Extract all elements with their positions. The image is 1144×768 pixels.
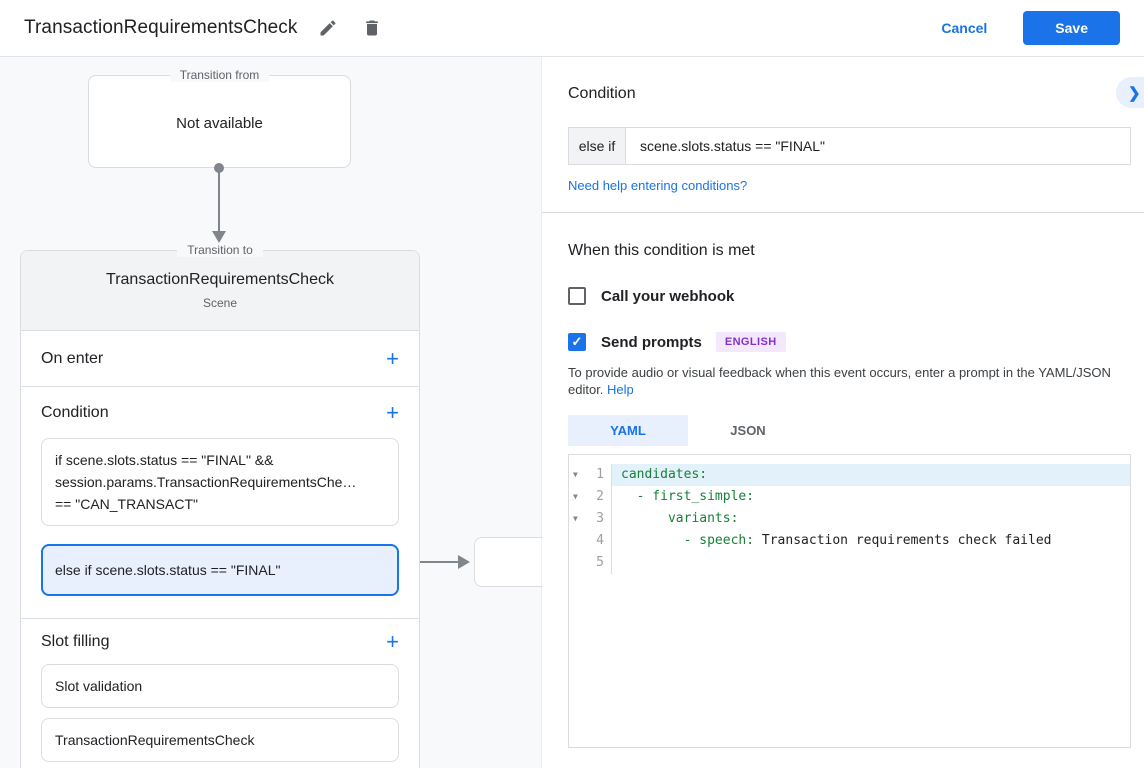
webhook-label: Call your webhook <box>601 288 734 305</box>
scene-card: Transition to TransactionRequirementsChe… <box>20 250 420 768</box>
condition-item[interactable]: if scene.slots.status == "FINAL" && sess… <box>41 438 399 526</box>
line-number: 3 <box>585 508 611 530</box>
scene-diagram-canvas: Transition from Not available Transition… <box>0 57 542 768</box>
line-number: 4 <box>585 530 611 552</box>
top-bar: TransactionRequirementsCheck Cancel Save <box>0 0 1144 57</box>
tab-json[interactable]: JSON <box>688 415 808 446</box>
fold-arrow-icon[interactable] <box>569 530 585 552</box>
prompt-help-link[interactable]: Help <box>607 382 634 397</box>
language-badge: ENGLISH <box>716 332 786 352</box>
send-prompts-row[interactable]: ✓ Send prompts ENGLISH <box>568 332 1131 352</box>
scene-card-header[interactable]: TransactionRequirementsCheck Scene <box>21 251 419 331</box>
fold-arrow-icon[interactable]: ▼ <box>569 464 585 486</box>
condition-prefix-label: else if <box>569 128 626 164</box>
send-prompts-label: Send prompts <box>601 334 702 351</box>
slot-filling-section: Slot filling + Slot validation Transacti… <box>21 619 419 762</box>
condition-line: if scene.slots.status == "FINAL" && <box>55 449 385 471</box>
editor-gutter: ▼2 <box>569 486 612 508</box>
fold-arrow-icon[interactable]: ▼ <box>569 508 585 530</box>
line-number: 2 <box>585 486 611 508</box>
save-button[interactable]: Save <box>1023 11 1120 45</box>
condition-expression-input[interactable] <box>626 128 1130 164</box>
add-condition-button[interactable]: + <box>386 403 399 423</box>
editor-gutter: ▼1 <box>569 464 612 486</box>
code-line[interactable]: ▼1 candidates: <box>569 464 1130 486</box>
condition-editor-panel: Condition ❯ else if Need help entering c… <box>542 57 1144 768</box>
chevron-right-icon: ❯ <box>1128 85 1141 102</box>
add-on-enter-button[interactable]: + <box>386 349 399 369</box>
editor-gutter: 5 <box>569 552 612 574</box>
transition-from-legend: Transition from <box>89 68 350 82</box>
panel-title: Condition <box>568 85 636 102</box>
editor-gutter: ▼3 <box>569 508 612 530</box>
check-icon: ✓ <box>572 334 583 350</box>
line-number: 5 <box>585 552 611 574</box>
prompt-description: To provide audio or visual feedback when… <box>568 364 1131 398</box>
scene-name: TransactionRequirementsCheck <box>21 271 419 289</box>
collapse-panel-button[interactable]: ❯ <box>1116 77 1144 108</box>
yaml-code-editor[interactable]: ▼1 candidates: ▼2 - first_simple: ▼3 var… <box>568 454 1131 748</box>
slot-item-transaction-requirements-check[interactable]: TransactionRequirementsCheck <box>41 718 399 762</box>
webhook-checkbox[interactable] <box>568 287 586 305</box>
editor-gutter: 4 <box>569 530 612 552</box>
slot-item-validation[interactable]: Slot validation <box>41 664 399 708</box>
condition-line: session.params.TransactionRequirementsCh… <box>55 471 385 493</box>
line-number: 1 <box>585 464 611 486</box>
panel-divider <box>542 212 1144 213</box>
condition-line: == "CAN_TRANSACT" <box>55 493 385 515</box>
slot-filling-label: Slot filling <box>41 633 386 651</box>
cancel-button[interactable]: Cancel <box>941 20 987 36</box>
trash-icon <box>362 18 382 38</box>
fold-arrow-icon[interactable] <box>569 552 585 574</box>
editor-tabs: YAML JSON <box>568 415 1131 446</box>
condition-section: Condition + if scene.slots.status == "FI… <box>21 387 419 619</box>
transition-from-value: Not available <box>176 115 263 132</box>
transition-target-box[interactable] <box>474 537 542 587</box>
add-slot-button[interactable]: + <box>386 632 399 652</box>
conditions-help-link[interactable]: Need help entering conditions? <box>568 178 747 193</box>
on-enter-label: On enter <box>41 350 386 368</box>
pencil-icon <box>318 18 338 38</box>
code-line[interactable]: ▼3 variants: <box>569 508 1130 530</box>
on-enter-section: On enter + <box>21 331 419 387</box>
condition-item-selected[interactable]: else if scene.slots.status == "FINAL" <box>41 544 399 596</box>
tab-yaml[interactable]: YAML <box>568 415 688 446</box>
condition-section-label: Condition <box>41 404 386 422</box>
code-line[interactable]: 4 - speech: Transaction requirements che… <box>569 530 1130 552</box>
call-webhook-row[interactable]: Call your webhook <box>568 287 1131 305</box>
edit-title-button[interactable] <box>314 14 342 42</box>
page-title: TransactionRequirementsCheck <box>24 17 298 39</box>
code-line[interactable]: ▼2 - first_simple: <box>569 486 1130 508</box>
transition-from-box[interactable]: Transition from Not available <box>88 75 351 168</box>
send-prompts-checkbox[interactable]: ✓ <box>568 333 586 351</box>
scene-type-label: Scene <box>21 296 419 310</box>
condition-expression-group: else if <box>568 127 1131 165</box>
delete-scene-button[interactable] <box>358 14 386 42</box>
condition-line: else if scene.slots.status == "FINAL" <box>55 559 385 581</box>
fold-arrow-icon[interactable]: ▼ <box>569 486 585 508</box>
code-line[interactable]: 5 <box>569 552 1130 574</box>
when-met-title: When this condition is met <box>568 242 1131 260</box>
